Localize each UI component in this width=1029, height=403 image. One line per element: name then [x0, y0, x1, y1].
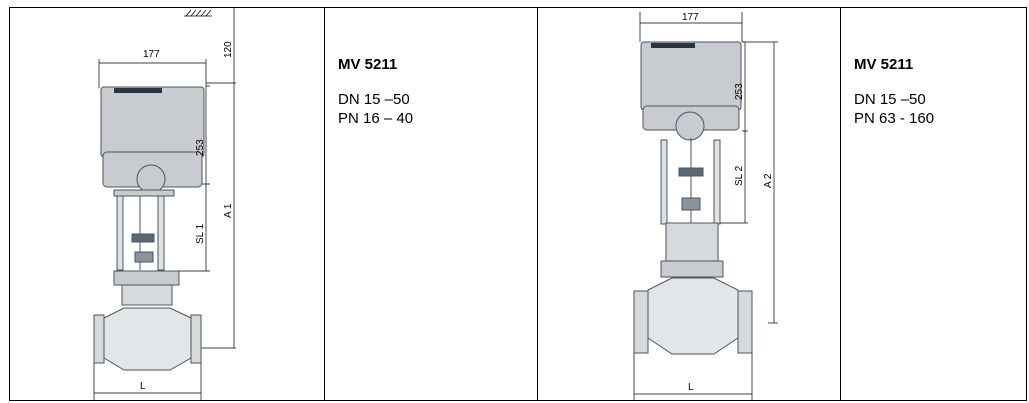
- valve-drawing-left: 177 L: [93, 8, 236, 400]
- width-dim-label: 177: [143, 49, 160, 60]
- ceiling-hatch: [184, 9, 212, 17]
- flange-left: [633, 290, 649, 354]
- actuator-vent: [114, 88, 162, 93]
- bonnet-flange: [660, 260, 724, 278]
- stroke-label: SL 2: [734, 165, 745, 186]
- yoke: [660, 138, 721, 225]
- info-cell-right: MV 5211 DN 15 –50 PN 63 - 160: [840, 7, 1027, 401]
- actuator-coupling: [136, 164, 166, 194]
- spec-table: 177 L: [9, 7, 1027, 401]
- face-dim-label: L: [140, 381, 146, 392]
- actuator-vent: [651, 43, 695, 48]
- dn-range-right: DN 15 –50: [854, 91, 926, 108]
- actuator-height-label: 253: [734, 83, 745, 100]
- actuator-housing: [640, 41, 742, 111]
- drawing-cell-right: 177: [537, 7, 841, 401]
- model-title-right: MV 5211: [854, 56, 914, 73]
- actuator-coupling: [675, 111, 705, 141]
- overall-label: A 1: [223, 203, 234, 218]
- yoke: [113, 189, 175, 271]
- actuator-housing: [100, 86, 205, 158]
- stroke-label: SL 1: [195, 223, 206, 244]
- bonnet-flange: [113, 270, 180, 286]
- flange-left: [93, 314, 105, 364]
- pn-range-right: PN 63 - 160: [854, 110, 935, 127]
- overall-label: A 2: [763, 173, 774, 188]
- model-title-left: MV 5211: [338, 56, 398, 73]
- flange-right: [737, 290, 753, 354]
- flange-right: [190, 314, 202, 364]
- width-dim-label: 177: [682, 12, 699, 23]
- actuator-height-label: 253: [195, 139, 206, 156]
- valve-body: [647, 277, 739, 355]
- bonnet: [121, 284, 173, 306]
- dn-range-left: DN 15 –50: [338, 91, 410, 108]
- face-dim-label: L: [688, 382, 694, 393]
- drawing-cell-left: 177 L: [9, 7, 325, 401]
- top-clearance-label: 120: [223, 41, 234, 58]
- info-cell-left: MV 5211 DN 15 –50 PN 16 – 40: [324, 7, 538, 401]
- bonnet: [665, 222, 719, 262]
- pn-range-left: PN 16 – 40: [338, 110, 414, 127]
- valve-body: [103, 307, 192, 371]
- valve-drawing-right: 177: [633, 12, 778, 400]
